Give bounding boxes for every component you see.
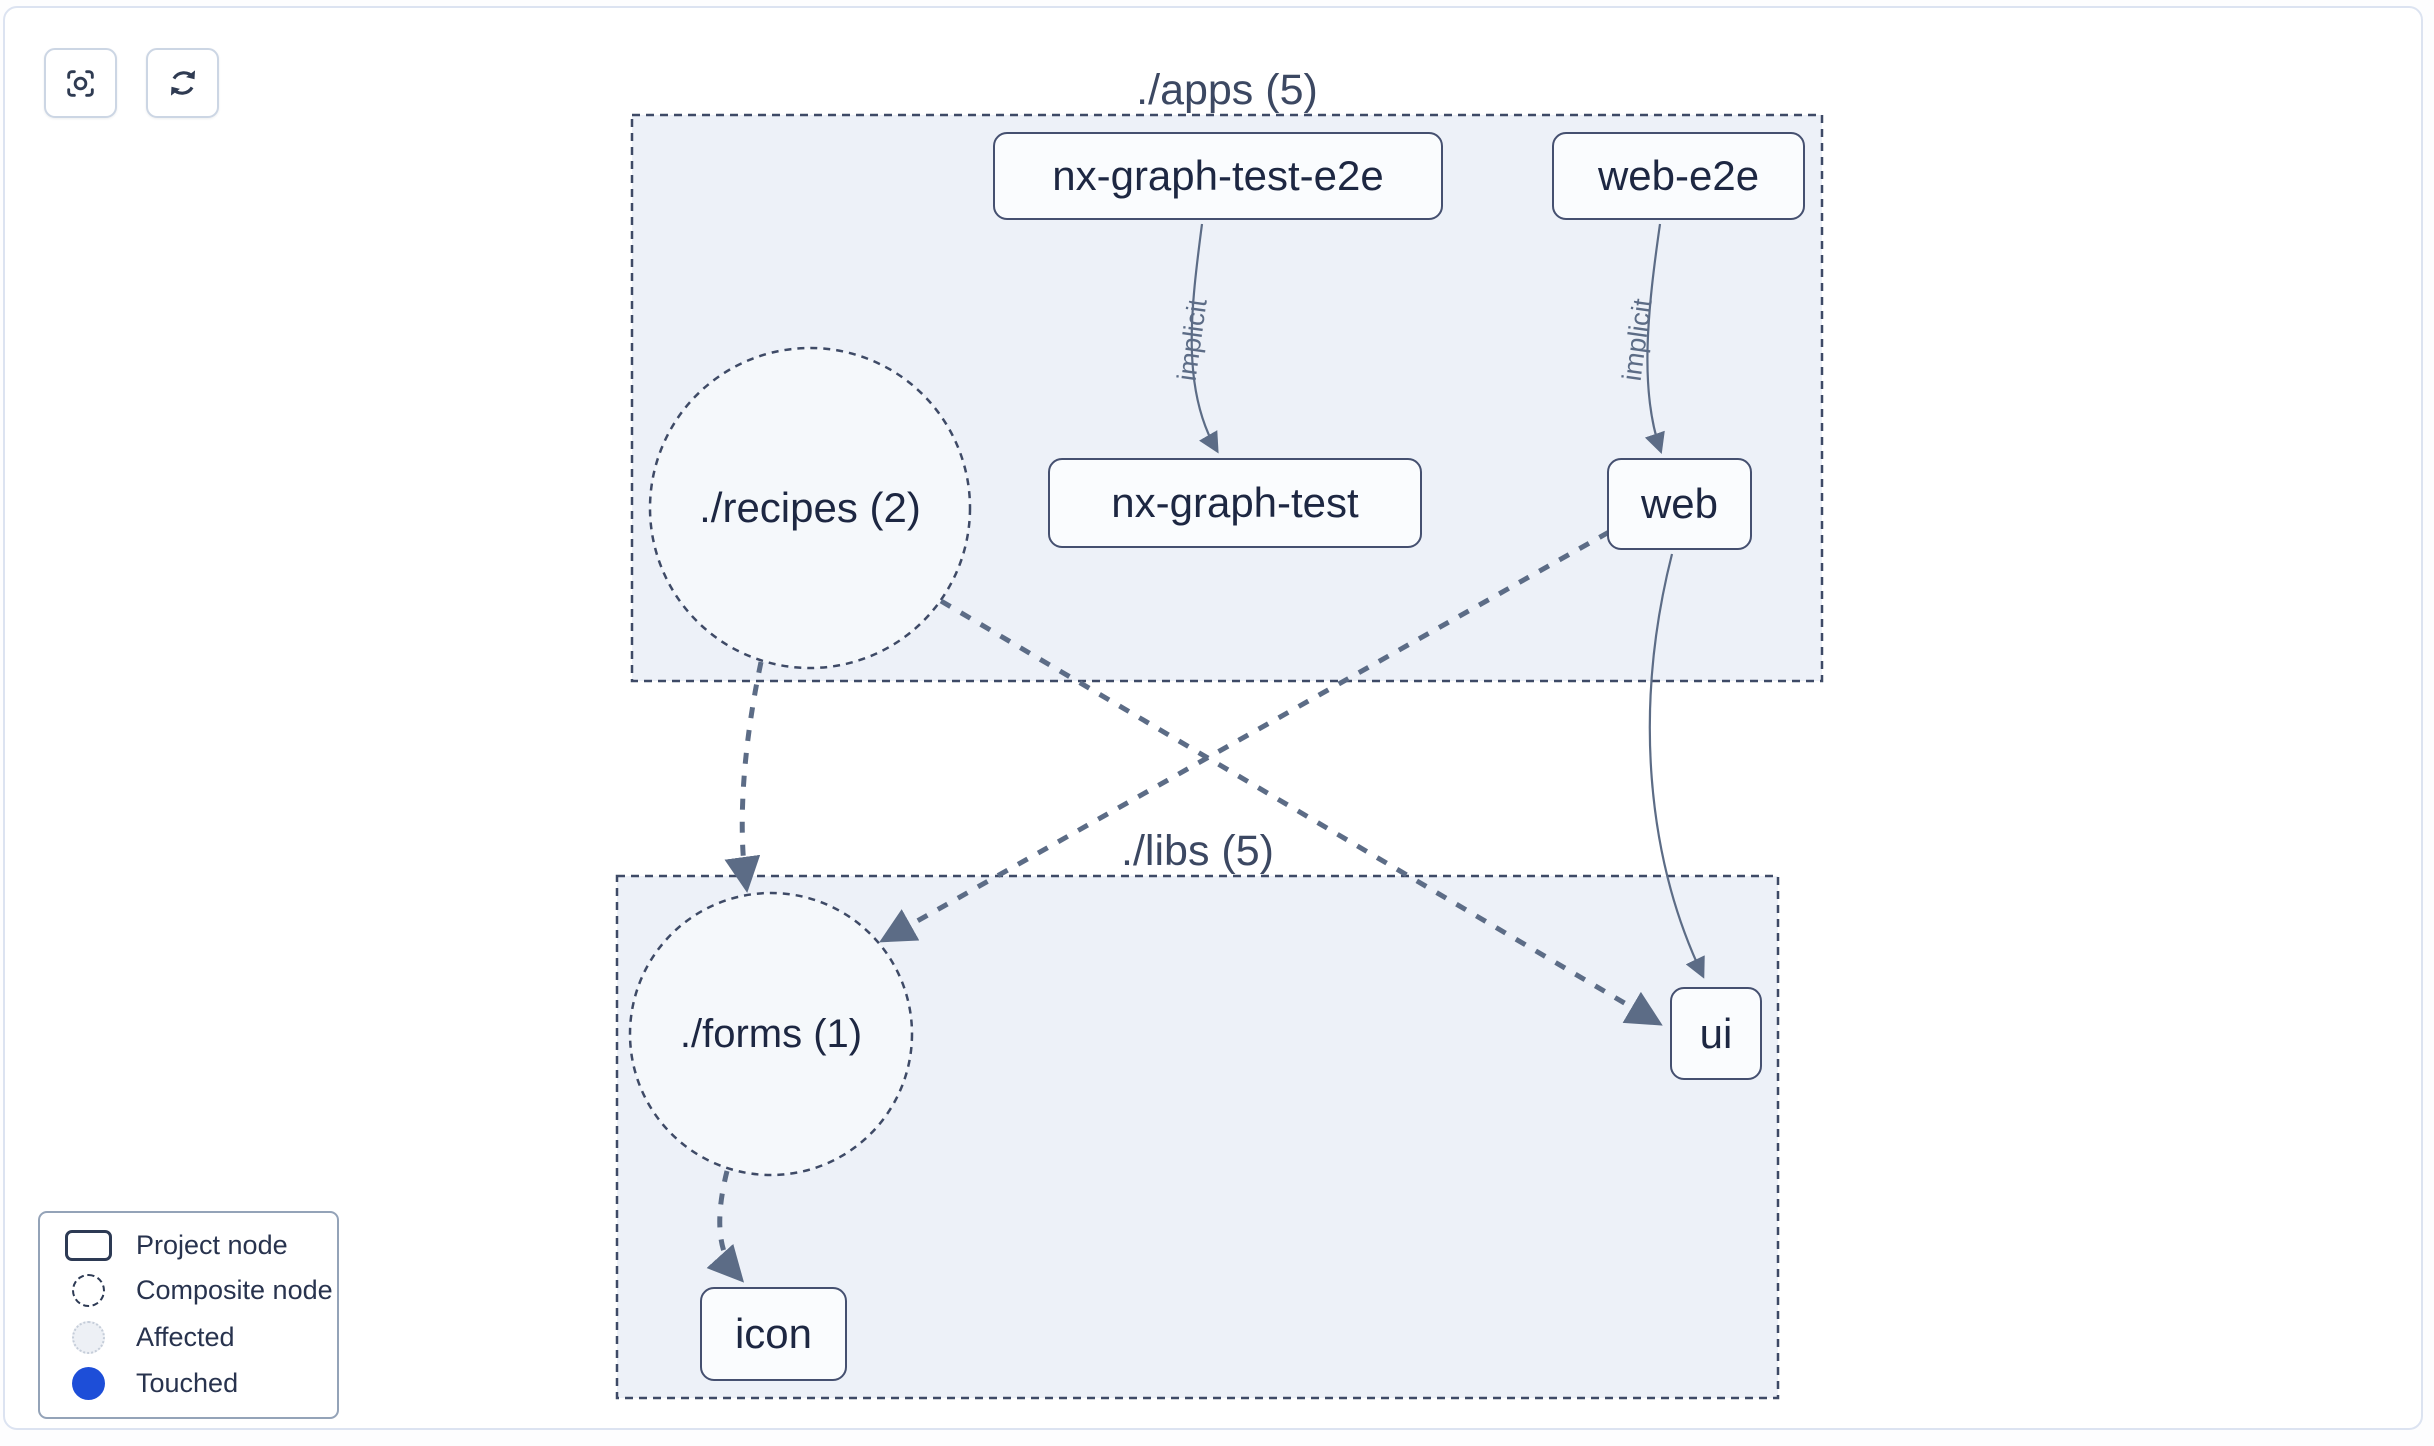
edge-web-e2e-to-web <box>1644 223 1665 454</box>
group-title-libs: ./libs (5) <box>1121 827 1274 875</box>
node-web[interactable]: web <box>1607 458 1752 550</box>
composite-node-recipes[interactable] <box>648 346 972 670</box>
node-icon[interactable]: icon <box>700 1287 847 1381</box>
project-node-swatch <box>64 1229 112 1261</box>
node-nx-graph-test-e2e[interactable]: nx-graph-test-e2e <box>993 132 1443 220</box>
legend-row-touched: Touched <box>40 1367 337 1401</box>
graph-canvas: implicit implicit ./apps (5) ./libs (5) … <box>3 6 2423 1430</box>
refresh-icon <box>170 70 195 96</box>
focus-icon <box>67 69 94 97</box>
legend-label: Project node <box>136 1229 288 1260</box>
legend-row-project-node: Project node <box>40 1229 337 1261</box>
node-web-e2e[interactable]: web-e2e <box>1552 132 1805 220</box>
graph-svg-layer: implicit implicit <box>615 113 1824 1400</box>
legend-label: Composite node <box>136 1275 333 1306</box>
touched-swatch <box>71 1367 105 1401</box>
edge-recipes-to-ui <box>939 598 1663 1026</box>
node-nx-graph-test[interactable]: nx-graph-test <box>1048 458 1422 548</box>
legend-label: Touched <box>136 1368 239 1399</box>
legend-label: Affected <box>136 1321 235 1352</box>
edge-forms-to-icon <box>706 1170 745 1283</box>
toolbar <box>44 48 219 118</box>
affected-swatch <box>71 1320 105 1354</box>
edge-web-to-forms <box>879 529 1611 943</box>
refresh-graph-button[interactable] <box>146 48 219 118</box>
composite-label-recipes: ./recipes (2) <box>699 484 921 531</box>
edge-recipes-to-forms <box>724 661 764 893</box>
composite-label-forms: ./forms (1) <box>679 1011 863 1056</box>
composite-node-swatch <box>71 1274 105 1308</box>
center-graph-button[interactable] <box>44 48 117 118</box>
node-ui[interactable]: ui <box>1670 987 1762 1080</box>
legend-row-composite-node: Composite node <box>40 1274 337 1308</box>
composite-node-forms[interactable] <box>628 891 914 1177</box>
group-title-apps: ./apps (5) <box>1136 66 1318 114</box>
legend: Project node Composite node Affected Tou… <box>38 1211 339 1419</box>
edge-nx-graph-test-e2e-to-nx-graph-test <box>1190 223 1219 454</box>
legend-row-affected: Affected <box>40 1320 337 1354</box>
edge-web-to-ui <box>1648 553 1705 979</box>
